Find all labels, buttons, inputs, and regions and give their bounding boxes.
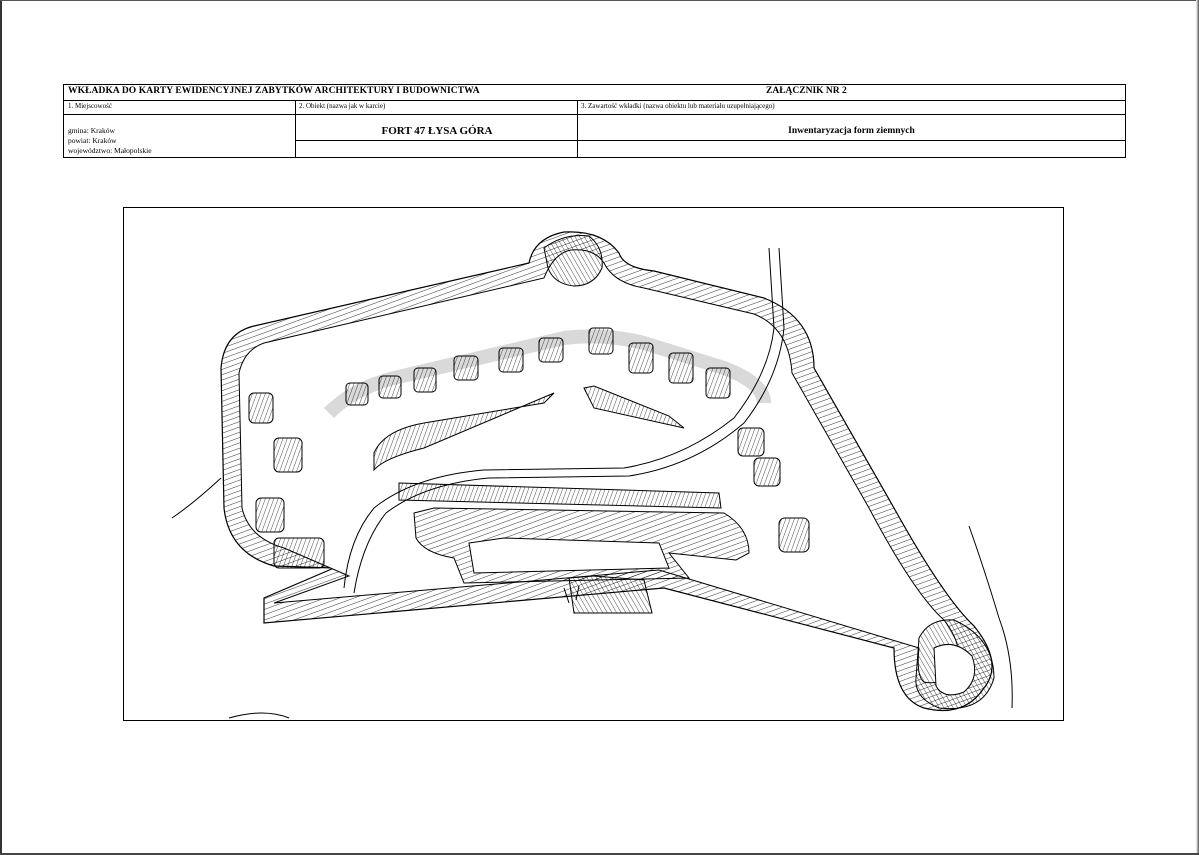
location-wojewodztwo: województwo: Małopolskie xyxy=(68,146,152,155)
gorge-gate xyxy=(568,575,653,614)
content-field-label: 3. Zawartość wkładki (nazwa obiektu lub … xyxy=(581,102,775,110)
record-card-header-table: WKŁADKA DO KARTY EWIDENCYJNEJ ZABYTKÓW A… xyxy=(63,84,1126,158)
central-inner-earthwork xyxy=(373,392,555,472)
access-road xyxy=(343,247,775,589)
scan-edge-top xyxy=(0,0,1199,1)
scan-edge-bottom xyxy=(0,853,1199,855)
column-divider-2 xyxy=(577,100,578,158)
header-title-row: WKŁADKA DO KARTY EWIDENCYJNEJ ZABYTKÓW A… xyxy=(64,85,1125,101)
location-powiat: powiat: Kraków xyxy=(68,136,117,145)
south-path xyxy=(228,712,290,719)
object-name: FORT 47 ŁYSA GÓRA xyxy=(381,125,493,137)
scan-edge-left xyxy=(0,0,2,855)
content-name: Inwentaryzacja form ziemnych xyxy=(788,126,915,136)
traverse-blocks xyxy=(248,327,810,569)
earthworks-plan-frame xyxy=(123,207,1064,721)
object-field-label: 2. Obiekt (nazwa jak w karcie) xyxy=(299,102,386,110)
location-gmina: gmina: Kraków xyxy=(68,126,115,135)
field-labels-row: 1. Miejscowość 2. Obiekt (nazwa jak w ka… xyxy=(64,100,1125,115)
scan-edge-right xyxy=(1196,0,1199,855)
east-path xyxy=(968,525,1013,709)
row-divider xyxy=(295,140,1125,141)
central-barracks-rampart xyxy=(398,482,722,509)
document-title: WKŁADKA DO KARTY EWIDENCYJNEJ ZABYTKÓW A… xyxy=(68,86,480,96)
west-path xyxy=(171,477,222,519)
location-field-label: 1. Miejscowość xyxy=(68,102,112,110)
column-divider-1 xyxy=(295,100,296,158)
north-caponier xyxy=(543,235,603,287)
annex-number: ZAŁĄCZNIK NR 2 xyxy=(766,86,847,96)
fort-earthworks-plan xyxy=(171,231,1013,719)
